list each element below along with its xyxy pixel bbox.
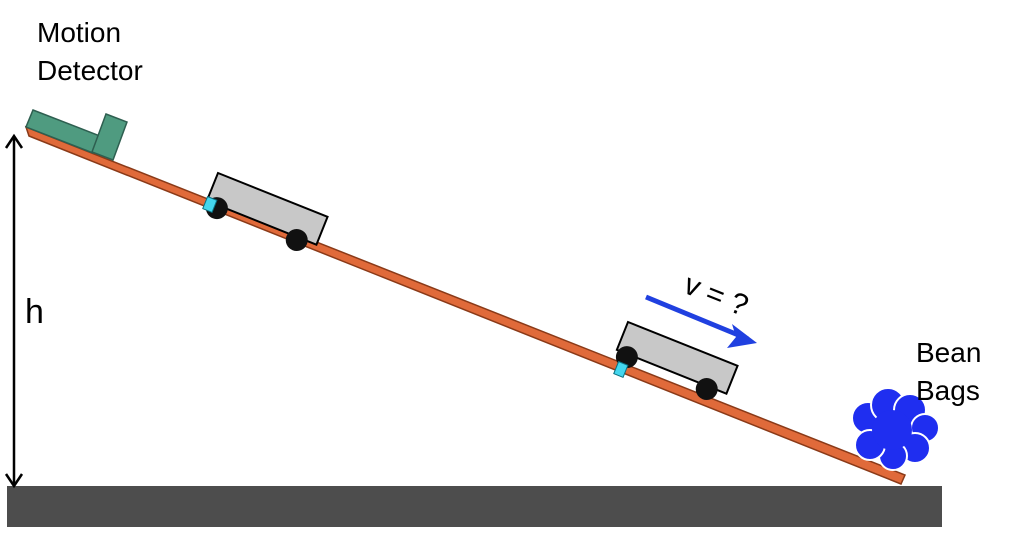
cart-lower bbox=[615, 320, 739, 401]
bean-bags-label-line2: Bags bbox=[916, 375, 980, 406]
motion-detector-label-line1: Motion bbox=[37, 17, 121, 48]
photogate-marker-lower bbox=[613, 360, 629, 379]
bean-bags-label-line1: Bean bbox=[916, 337, 981, 368]
height-label: h bbox=[25, 293, 44, 331]
height-arrow bbox=[4, 133, 24, 489]
velocity-arrow bbox=[645, 294, 757, 348]
photogate-marker-upper bbox=[202, 195, 218, 214]
motion-detector-label-line2: Detector bbox=[37, 55, 143, 86]
cart-upper bbox=[205, 171, 329, 252]
motion-detector bbox=[25, 109, 128, 161]
ramp bbox=[24, 125, 907, 485]
floor bbox=[7, 486, 942, 527]
bean-bags bbox=[851, 387, 940, 471]
